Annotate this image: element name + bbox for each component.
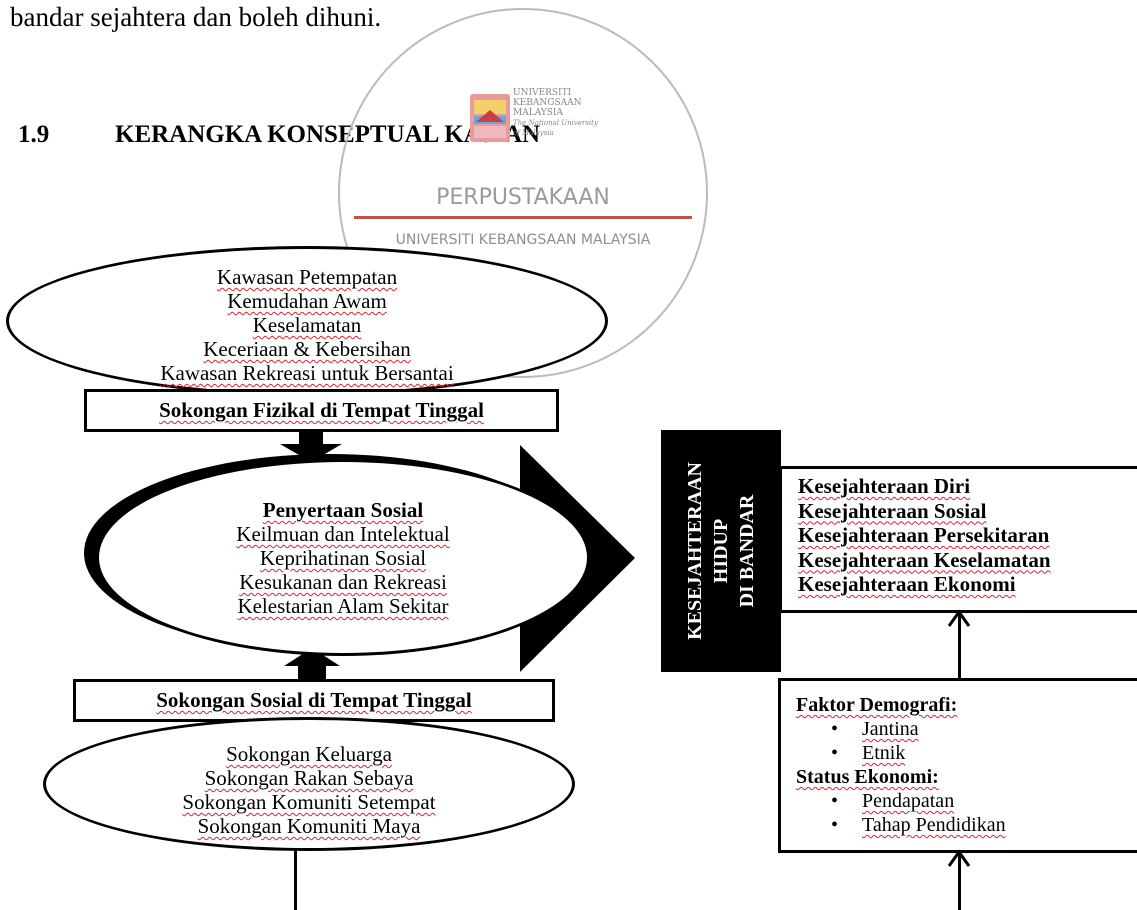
- social-participation-ellipse: Penyertaan Sosial Keilmuan dan Intelektu…: [96, 459, 590, 656]
- participation-items: Penyertaan Sosial Keilmuan dan Intelektu…: [99, 498, 587, 618]
- list-item: Kesejahteraan Ekonomi: [798, 572, 1016, 596]
- list-item: Kawasan Rekreasi untuk Bersantai: [160, 361, 454, 385]
- social-support-label: Sokongan Sosial di Tempat Tinggal: [73, 679, 555, 722]
- list-item: Tahap Pendidikan: [831, 813, 1005, 837]
- stamp-library-label: PERPUSTAKAAN: [436, 185, 610, 210]
- list-item: Sokongan Rakan Sebaya: [204, 766, 414, 790]
- demographic-box: [778, 678, 1137, 853]
- up-arrow-demographic-icon: [947, 849, 971, 910]
- list-item: Sokongan Keluarga: [226, 742, 392, 766]
- demographic-content: Faktor Demografi: Jantina Etnik Status E…: [796, 693, 1006, 837]
- economic-heading: Status Ekonomi:: [796, 766, 939, 788]
- list-item: Keprihatinan Sosial: [259, 546, 427, 570]
- list-item: Kesejahteraan Keselamatan: [798, 547, 1051, 572]
- bottom-line: [294, 849, 297, 910]
- physical-support-ellipse: Kawasan Petempatan Kemudahan Awam Kesela…: [6, 246, 608, 396]
- library-stamp: UNIVERSITI KEBANGSAAN MALAYSIA The Natio…: [338, 8, 708, 378]
- stamp-subtitle: UNIVERSITI KEBANGSAAN MALAYSIA: [395, 232, 651, 248]
- list-item: Kawasan Petempatan: [216, 265, 398, 289]
- down-arrow-icon: [280, 430, 342, 462]
- outcome-items: Kesejahteraan Diri Kesejahteraan Sosial …: [798, 474, 1051, 597]
- list-item: Kesukanan dan Rekreasi: [239, 570, 447, 594]
- list-item: Kesejahteraan Diri: [798, 474, 971, 498]
- section-number: 1.9: [18, 121, 50, 148]
- up-arrow-icon: [284, 648, 340, 681]
- university-crest-icon: [470, 94, 510, 142]
- list-item: Kelestarian Alam Sekitar: [237, 594, 449, 618]
- physical-support-items: Kawasan Petempatan Kemudahan Awam Kesela…: [9, 265, 605, 385]
- outcome-title: KESEJAHTERAAN HIDUP DI BANDAR: [684, 462, 758, 640]
- outcome-box: [779, 466, 1137, 613]
- up-arrow-outcome-icon: [947, 609, 971, 678]
- list-item: Keceriaan & Kebersihan: [203, 337, 411, 361]
- list-item: Kesejahteraan Sosial: [798, 498, 987, 523]
- social-support-ellipse: Sokongan Keluarga Sokongan Rakan Sebaya …: [43, 717, 575, 851]
- stamp-university-name: UNIVERSITI KEBANGSAAN MALAYSIA The Natio…: [513, 88, 598, 137]
- physical-support-label: Sokongan Fizikal di Tempat Tinggal: [84, 389, 559, 432]
- intro-text: bandar sejahtera dan boleh dihuni.: [10, 2, 382, 32]
- list-item: Kemudahan Awam: [227, 289, 387, 313]
- list-item: Sokongan Komuniti Setempat: [182, 790, 436, 814]
- demographic-heading: Faktor Demografi:: [796, 694, 958, 716]
- stamp-red-rule: [354, 216, 692, 219]
- list-item: Sokongan Komuniti Maya: [197, 814, 421, 838]
- list-item: Keilmuan dan Intelektual: [236, 522, 450, 546]
- economic-list: Pendapatan Tahap Pendidikan: [796, 789, 1006, 837]
- list-item: Etnik: [831, 741, 1006, 765]
- social-support-items: Sokongan Keluarga Sokongan Rakan Sebaya …: [46, 742, 572, 838]
- participation-title: Penyertaan Sosial: [262, 498, 424, 522]
- outcome-title-block: KESEJAHTERAAN HIDUP DI BANDAR: [661, 430, 781, 672]
- list-item: Kesejahteraan Persekitaran: [798, 523, 1050, 547]
- list-item: Jantina: [831, 717, 1006, 741]
- demographic-list: Jantina Etnik: [796, 717, 1006, 765]
- list-item: Pendapatan: [831, 789, 1006, 813]
- list-item: Keselamatan: [252, 313, 362, 337]
